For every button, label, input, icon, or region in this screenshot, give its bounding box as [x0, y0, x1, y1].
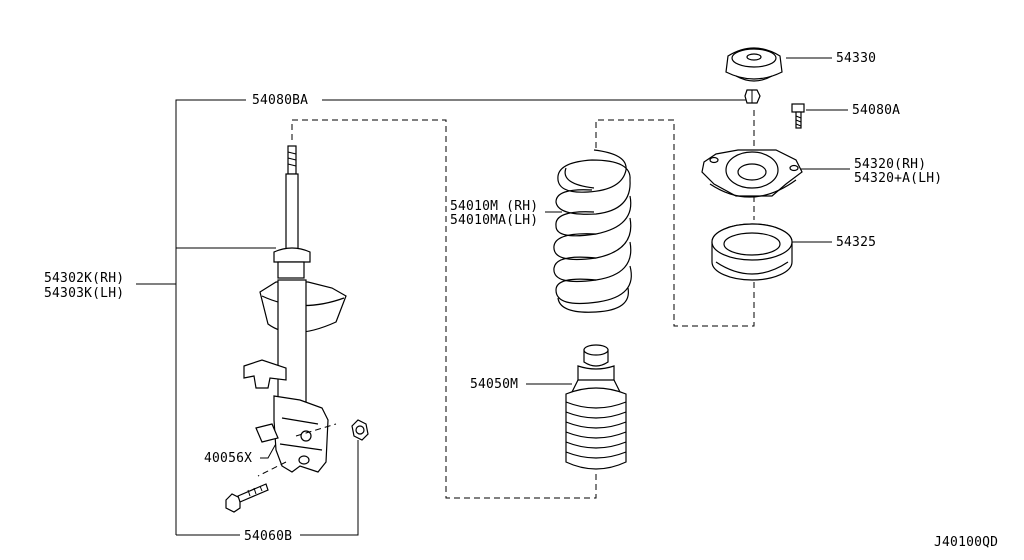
leader-lines	[136, 57, 850, 536]
strut-assembly-part	[243, 145, 347, 477]
callout-labels: 54330 54080BA 54080A 54320(RH) 54320+A(L…	[44, 51, 998, 550]
label-54010M-rh: 54010M (RH)	[450, 199, 538, 214]
label-54320-lh: 54320+A(LH)	[854, 171, 942, 186]
assembly-dashed-lines	[291, 110, 755, 499]
label-54330: 54330	[836, 51, 876, 66]
strut-mount-part	[701, 149, 803, 198]
lower-bolt-part	[225, 483, 269, 513]
top-nut-part	[744, 89, 761, 104]
diagram-code: J40100QD	[934, 535, 998, 550]
label-54080BA: 54080BA	[252, 93, 308, 108]
label-54010MA-lh: 54010MA(LH)	[450, 213, 538, 228]
label-54303K-lh: 54303K(LH)	[44, 286, 124, 301]
label-40056X: 40056X	[204, 451, 252, 466]
label-54320-rh: 54320(RH)	[854, 157, 926, 172]
lower-nut-part	[351, 419, 369, 441]
label-54060B: 54060B	[244, 529, 292, 544]
label-54302K-rh: 54302K(RH)	[44, 271, 124, 286]
mount-bolt-part	[791, 103, 805, 129]
label-54080A: 54080A	[852, 103, 900, 118]
label-54325: 54325	[836, 235, 876, 250]
bump-stop-boot-part	[565, 344, 627, 470]
label-54050M: 54050M	[470, 377, 518, 392]
top-cap-part	[725, 47, 783, 82]
coil-spring-part	[553, 149, 632, 313]
bearing-part	[711, 223, 793, 281]
